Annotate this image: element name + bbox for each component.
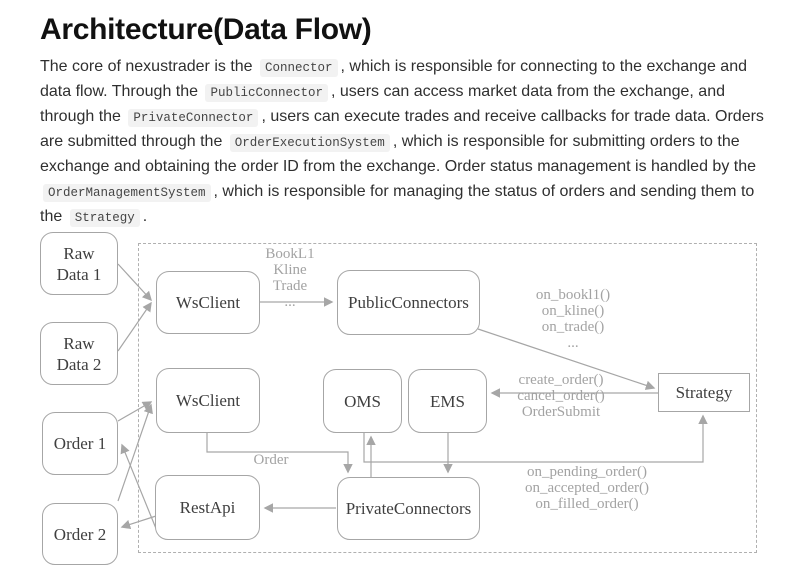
paragraph-text: , which is responsible for managing the … xyxy=(40,183,755,225)
edge-label-line: OrderSubmit xyxy=(521,404,601,420)
node-label: Strategy xyxy=(675,383,733,402)
node-label: PublicConnectors xyxy=(348,293,469,312)
edge-label-line: Trade xyxy=(272,278,308,294)
node-label: EMS xyxy=(430,391,465,411)
node-label: Raw xyxy=(63,333,95,353)
paragraph-text: The core of nexustrader is the xyxy=(40,58,257,75)
node-label: PrivateConnectors xyxy=(345,499,472,518)
inline-code: PrivateConnector xyxy=(128,109,259,127)
inline-code: OrderManagementSystem xyxy=(43,184,211,202)
edge-label-line: Order xyxy=(253,452,289,468)
node-wsclient-top: WsClient xyxy=(156,271,260,334)
node-order-2: Order 2 xyxy=(42,503,118,565)
node-label: WsClient xyxy=(175,391,241,410)
node-restapi: RestApi xyxy=(155,475,260,540)
inline-code: Strategy xyxy=(69,209,140,227)
edge-label-line: Kline xyxy=(273,262,307,278)
edge-label-line: BookL1 xyxy=(265,246,315,262)
order-callbacks-label: on_pending_order()on_accepted_order()on_… xyxy=(525,464,649,512)
inline-code: OrderExecutionSystem xyxy=(229,134,390,152)
node-label: Data 2 xyxy=(56,354,102,374)
edge-label-line: create_order() xyxy=(518,372,604,388)
node-private-connectors: PrivateConnectors xyxy=(337,477,480,540)
paragraph-text: , users can execute trades and receive c… xyxy=(40,108,764,150)
intro-paragraph: The core of nexustrader is the Connector… xyxy=(40,54,766,229)
diagram-dashed-border xyxy=(138,243,757,553)
node-wsclient-bottom: WsClient xyxy=(156,368,260,433)
node-label: RestApi xyxy=(179,498,236,517)
edge-label-line: on_filled_order() xyxy=(535,496,639,512)
node-label: Order 2 xyxy=(53,524,107,544)
paragraph-text: , which is responsible for connecting to… xyxy=(40,58,747,100)
node-label: Raw xyxy=(63,243,95,263)
node-label: Data 1 xyxy=(56,264,102,284)
order-flow-label: Order xyxy=(254,452,289,468)
node-ems: EMS xyxy=(408,369,487,433)
edge-label-line: ... xyxy=(567,335,579,351)
node-strategy: Strategy xyxy=(658,373,750,412)
paragraph-text: , users can access market data from the … xyxy=(40,83,725,125)
node-label: Order 1 xyxy=(53,434,107,453)
edge-label-line: cancel_order() xyxy=(517,388,605,404)
inline-code: PublicConnector xyxy=(205,84,329,102)
edge-label-line: on_bookl1() xyxy=(535,287,611,303)
order-commands-label: create_order()cancel_order()OrderSubmit xyxy=(517,372,604,420)
node-label: WsClient xyxy=(175,293,241,312)
node-label: OMS xyxy=(344,391,381,411)
public-callbacks-label: on_bookl1()on_kline()on_trade()... xyxy=(536,287,610,351)
edge-label-line: on_pending_order() xyxy=(527,464,647,480)
inline-code: Connector xyxy=(260,59,338,77)
edge-label-line: ... xyxy=(284,294,296,310)
node-public-connectors: PublicConnectors xyxy=(337,270,480,335)
edge-label-line: on_accepted_order() xyxy=(524,480,650,496)
edge-label-line: on_kline() xyxy=(541,303,605,319)
edge-label-line: on_trade() xyxy=(541,319,605,335)
paragraph-text: , which is responsible for submitting or… xyxy=(40,133,756,175)
page-title: Architecture(Data Flow) xyxy=(40,13,372,46)
node-oms: OMS xyxy=(323,369,402,433)
node-order-1: Order 1 xyxy=(42,412,118,475)
paragraph-text: . xyxy=(142,208,148,225)
